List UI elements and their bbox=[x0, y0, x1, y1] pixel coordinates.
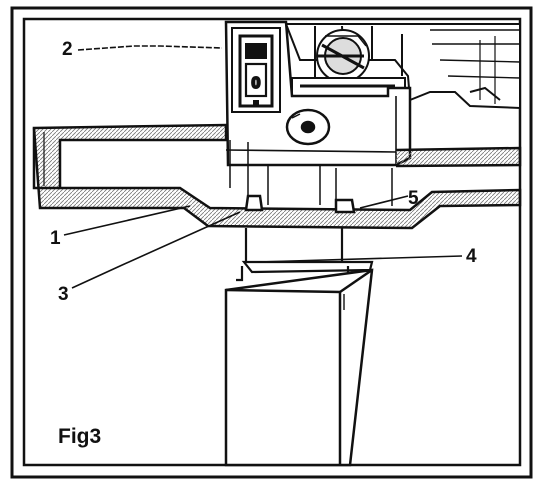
callout-5: 5 bbox=[408, 188, 419, 209]
fence-rail bbox=[32, 123, 522, 230]
callout-3: 3 bbox=[58, 284, 69, 305]
clamp-bolt bbox=[316, 29, 370, 83]
callout-4: 4 bbox=[466, 246, 477, 267]
figure-caption: Fig3 bbox=[58, 425, 101, 448]
adjustment-knob-icon bbox=[285, 108, 331, 146]
workpiece-post bbox=[224, 268, 374, 467]
callout-2: 2 bbox=[62, 39, 73, 60]
switch-icon: 0 bbox=[231, 27, 281, 113]
outer-frame bbox=[10, 6, 533, 479]
switch-marking: 0 bbox=[252, 75, 261, 92]
leader-lines bbox=[63, 45, 463, 289]
callout-1: 1 bbox=[50, 228, 61, 249]
